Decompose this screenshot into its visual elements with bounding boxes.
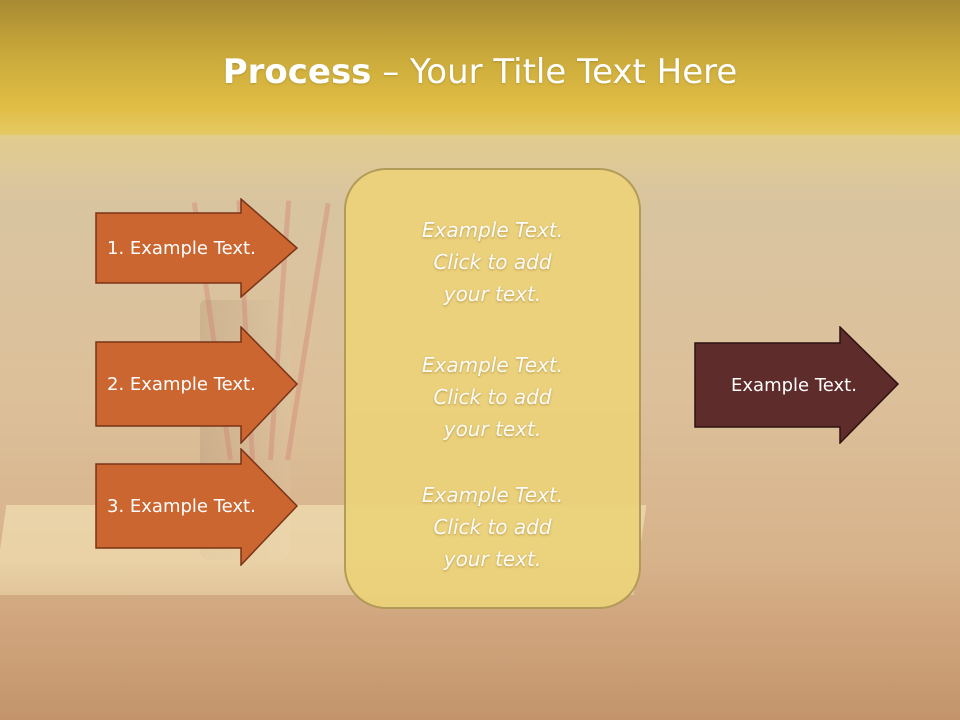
- step-label: 2. Example Text.: [107, 373, 256, 395]
- center-line: your text.: [443, 417, 542, 441]
- result-label: Example Text.: [731, 374, 857, 396]
- step-label: 3. Example Text.: [107, 495, 256, 517]
- step-arrow-2[interactable]: 2. Example Text.: [95, 326, 299, 444]
- center-line: your text.: [443, 282, 542, 306]
- result-arrow[interactable]: Example Text.: [694, 326, 900, 444]
- arrow-shape-icon: [95, 198, 299, 298]
- arrow-shape-icon: [95, 326, 299, 444]
- center-text-block[interactable]: Example Text. Click to add your text.: [346, 214, 639, 310]
- center-text-block[interactable]: Example Text. Click to add your text.: [346, 349, 639, 445]
- center-line: Example Text.: [421, 218, 564, 242]
- center-text-box[interactable]: Example Text. Click to add your text. Ex…: [344, 168, 641, 609]
- arrow-shape-icon: [95, 448, 299, 566]
- arrow-shape-icon: [694, 326, 900, 444]
- center-line: Click to add: [433, 515, 552, 539]
- title-bold: Process: [222, 52, 372, 92]
- slide-title[interactable]: Process – Your Title Text Here: [0, 52, 960, 92]
- title-rest: – Your Title Text Here: [371, 52, 738, 92]
- step-arrow-1[interactable]: 1. Example Text.: [95, 198, 299, 298]
- center-line: your text.: [443, 547, 542, 571]
- center-text-block[interactable]: Example Text. Click to add your text.: [346, 479, 639, 575]
- center-line: Example Text.: [421, 483, 564, 507]
- center-line: Click to add: [433, 250, 552, 274]
- title-band: [0, 0, 960, 135]
- center-line: Example Text.: [421, 353, 564, 377]
- center-line: Click to add: [433, 385, 552, 409]
- step-arrow-3[interactable]: 3. Example Text.: [95, 448, 299, 566]
- step-label: 1. Example Text.: [107, 237, 256, 259]
